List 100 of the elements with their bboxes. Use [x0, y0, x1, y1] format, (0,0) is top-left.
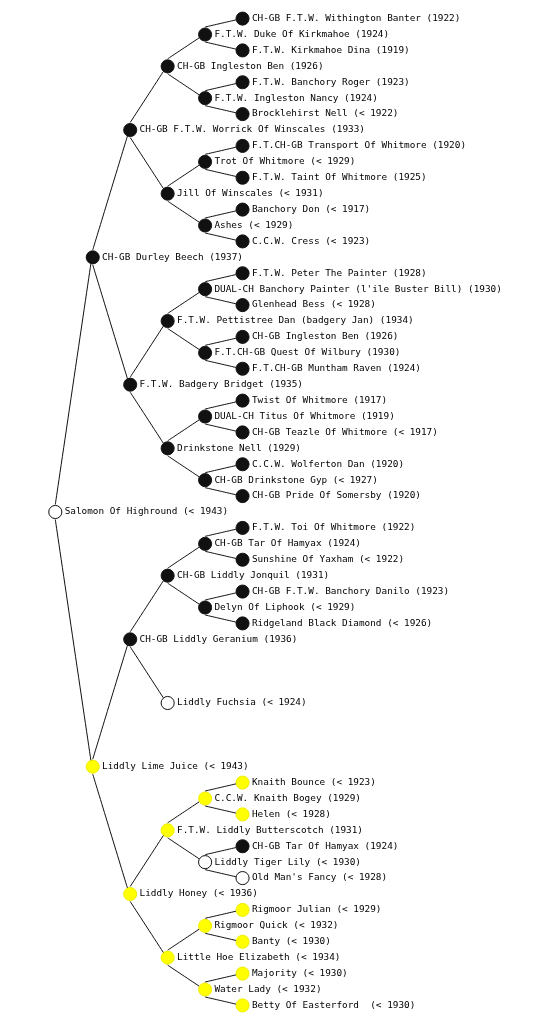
node-label: F.T.W. Ingleston Nancy (1924) [214, 91, 378, 103]
node-label: Salomon Of Highround (< 1943) [64, 505, 229, 517]
node-circle [235, 138, 250, 153]
node-circle [123, 123, 138, 138]
node-circle [235, 298, 250, 313]
node-circle [123, 377, 138, 392]
node-label: Delyn Of Liphook (< 1929) [214, 600, 356, 612]
node-circle [235, 998, 250, 1013]
connector [129, 901, 164, 953]
connector [204, 232, 237, 241]
node-label: F.T.CH-GB Quest Of Wilbury (1930) [214, 346, 401, 358]
connector [129, 391, 164, 444]
connector [167, 801, 200, 824]
connector [204, 869, 237, 878]
connector [204, 19, 237, 28]
connector [92, 773, 128, 889]
node-circle [235, 107, 250, 122]
node-circle [123, 632, 138, 647]
node-label: C.C.W. Cress (< 1923) [251, 234, 371, 246]
connector [204, 783, 237, 792]
node-circle [235, 616, 250, 631]
node-circle [198, 600, 213, 615]
node-circle [160, 59, 175, 74]
node-circle [235, 871, 250, 886]
node-label: F.T.W. Liddly Butterscotch (1931) [177, 823, 363, 835]
connector [54, 519, 92, 761]
connector [204, 932, 237, 941]
node-label: F.T.W. Kirkmahoe Dina (1919) [251, 43, 410, 55]
node-label: F.T.CH-GB Transport Of Whitmore (1920) [251, 139, 467, 151]
node-label: CH-GB Ingleston Ben (1926) [177, 59, 324, 71]
node-label: Water Lady (< 1932) [214, 982, 322, 994]
node-label: F.T.W. Taint Of Whitmore (1925) [251, 171, 427, 183]
connector [167, 928, 200, 951]
connector [204, 210, 237, 219]
connector [167, 964, 200, 987]
node-label: CH-GB F.T.W. Withington Banter (1922) [251, 11, 461, 23]
connector [129, 580, 164, 633]
node-circle [198, 473, 213, 488]
connector [204, 41, 237, 50]
node-circle [198, 218, 213, 233]
connector [204, 996, 237, 1005]
connector [204, 423, 237, 432]
node-label: Little Hoe Elizabeth (< 1934) [177, 951, 341, 962]
connector [167, 455, 200, 478]
connector [129, 137, 164, 189]
node-circle [198, 345, 213, 360]
connector [204, 146, 237, 155]
node-circle [235, 552, 250, 567]
connector [92, 644, 128, 760]
node-circle [198, 918, 213, 933]
node-circle [235, 234, 250, 249]
node-label: Ashes (< 1929) [214, 218, 294, 230]
connector [204, 614, 237, 623]
node-label: Sunshine Of Yaxham (< 1922) [251, 553, 405, 565]
connector [129, 71, 164, 123]
node-circle [198, 409, 213, 424]
node-circle [198, 282, 213, 297]
connector [167, 582, 200, 605]
connector [167, 292, 200, 314]
connector [92, 264, 128, 380]
node-circle [48, 504, 63, 519]
node-label: Drinkstone Nell (1929) [177, 441, 301, 453]
node-label: F.T.W. Toi Of Whitmore (1922) [251, 521, 416, 533]
node-circle [235, 329, 250, 344]
node-label: Liddly Tiger Lily (< 1930) [214, 855, 361, 867]
node-circle [160, 695, 175, 710]
node-label: CH-GB Liddly Jonquil (1931) [177, 569, 330, 581]
connector [167, 200, 200, 223]
node-circle [235, 170, 250, 185]
node-circle [235, 457, 250, 472]
connector [92, 135, 128, 251]
connector [204, 465, 237, 474]
node-circle [85, 250, 100, 265]
connector [204, 974, 237, 983]
connector [167, 837, 200, 860]
node-label: Majority (< 1930) [251, 966, 348, 978]
connector [204, 83, 237, 92]
connector [204, 296, 237, 305]
connector [167, 37, 200, 60]
node-circle [235, 902, 250, 917]
node-label: CH-GB F.T.W. Worrick Of Winscales (1933) [139, 123, 365, 135]
connector [204, 528, 237, 537]
node-circle [198, 855, 213, 870]
connector [167, 328, 200, 350]
node-circle [235, 775, 250, 790]
node-circle [235, 43, 250, 58]
connector [167, 419, 200, 442]
node-circle [198, 791, 213, 806]
node-label: DUAL-CH Titus Of Whitmore (1919) [214, 409, 395, 421]
node-circle [235, 393, 250, 408]
node-label: F.T.W. Duke Of Kirkmahoe (1924) [214, 27, 390, 39]
node-circle [160, 441, 175, 456]
connector [204, 401, 237, 410]
node-label: Brocklehirst Nell (< 1922) [251, 107, 399, 119]
node-circle [160, 568, 175, 583]
node-label: Liddly Fuchsia (< 1924) [177, 696, 307, 708]
node-label: Betty Of Easterford (< 1930) [251, 998, 416, 1010]
node-label: CH-GB Ingleston Ben (1926) [251, 330, 399, 342]
node-circle [198, 91, 213, 106]
node-label: Helen (< 1928) [251, 807, 331, 819]
